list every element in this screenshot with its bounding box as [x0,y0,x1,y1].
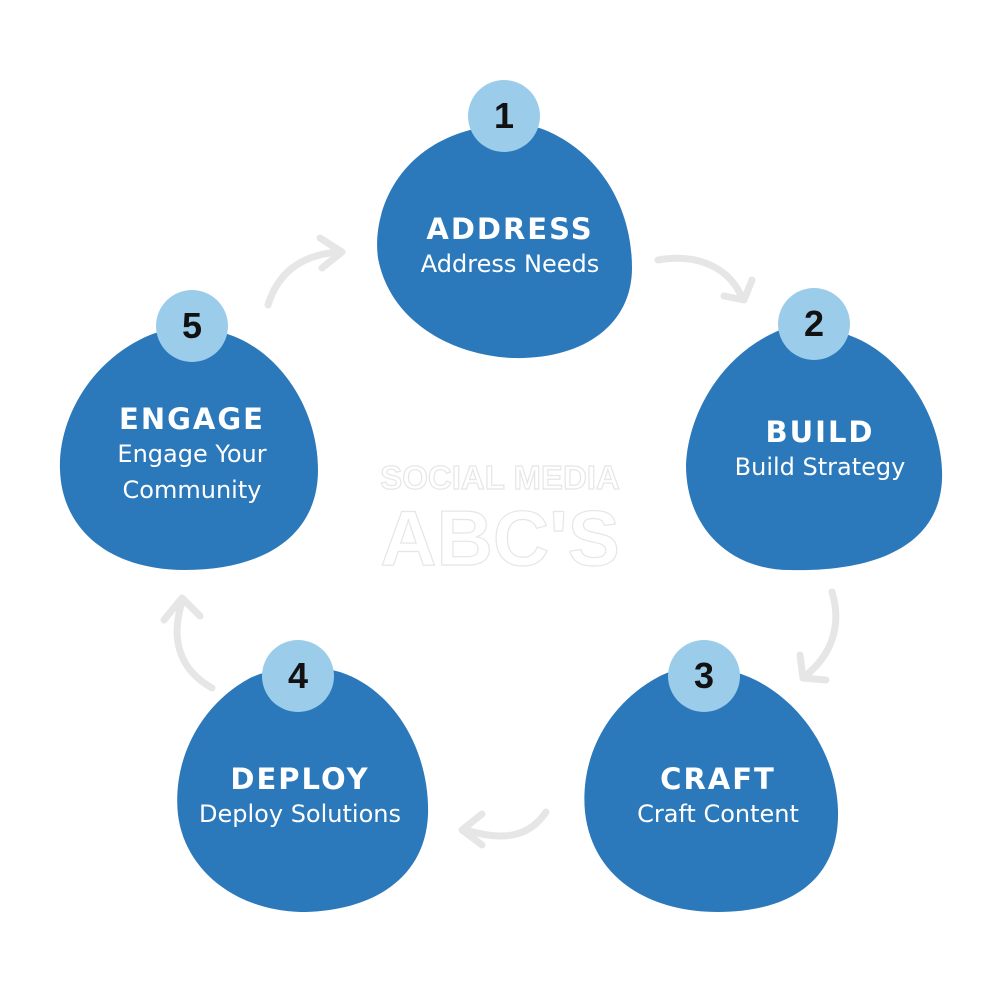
step-3-title: CRAFT [660,762,776,796]
center-title-line2: ABC'S [380,494,621,582]
step-1-number-badge: 1 [468,80,540,152]
step-3-blob [584,666,839,912]
step-2-desc: Build Strategy [734,453,906,481]
step-2-title: BUILD [765,415,875,449]
step-4-label: DEPLOY Deploy Solutions [180,762,420,832]
step-4-blob [177,667,429,912]
step-5-label: ENGAGE Engage Your Community [72,402,312,508]
curved-arrow-icon [458,808,550,849]
step-5-desc-line2: Community [122,476,262,504]
curved-arrow-icon [654,254,756,304]
step-3-label: CRAFT Craft Content [598,762,838,832]
step-2-label: BUILD Build Strategy [700,415,940,485]
step-2-number-badge: 2 [778,288,850,360]
step-1-blob [377,123,632,359]
curved-arrow-icon [796,588,840,684]
step-4-desc: Deploy Solutions [199,800,401,828]
step-5-desc-line1: Engage Your [117,440,267,468]
step-3-number-badge: 3 [668,640,740,712]
step-4-number-badge: 4 [262,640,334,712]
step-1-label: ADDRESS Address Needs [390,212,630,282]
step-5-title: ENGAGE [119,402,265,436]
curved-arrow-icon [264,234,346,309]
center-title-line1: SOCIAL MEDIA [380,458,621,496]
step-4-title: DEPLOY [230,762,370,796]
step-1-desc: Address Needs [420,250,600,278]
step-1-title: ADDRESS [426,212,594,246]
step-2-blob [686,326,943,571]
step-5-number-badge: 5 [156,290,228,362]
curved-arrow-icon [160,594,216,692]
step-3-desc: Craft Content [637,800,799,828]
step-5-blob [59,328,318,570]
